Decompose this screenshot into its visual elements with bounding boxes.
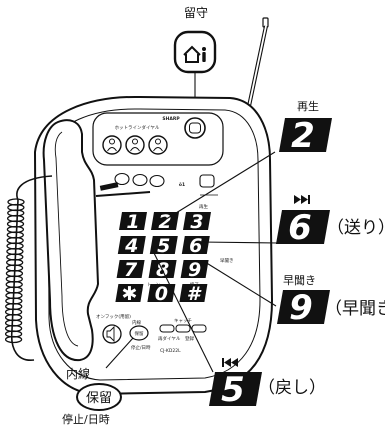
keypad-key-3[interactable]: 3: [183, 210, 211, 234]
keypad-key-label: 5: [157, 235, 170, 257]
naisen-small-label: 内線: [132, 319, 141, 326]
big-key-2: 再生 2: [279, 99, 332, 157]
rusu-button-icon: [173, 30, 217, 74]
function-row: ō1: [95, 172, 215, 197]
toroku-label: 登録: [185, 335, 194, 342]
rusu-button[interactable]: [184, 117, 206, 139]
hotline-button-b[interactable]: [125, 135, 145, 155]
keypad-key-label: ✱: [121, 283, 137, 305]
keypad-key-label: 0: [155, 283, 168, 305]
teishi-small-label: 停止/日時: [131, 344, 151, 351]
saisei-label: 再生: [297, 99, 319, 113]
horyu-big-button: 保留: [76, 383, 122, 411]
keypad-key-7[interactable]: 7: [116, 258, 145, 282]
hotline-label: ホットラインダイヤル: [115, 124, 160, 131]
rusu-label: 留守: [184, 6, 208, 20]
modoshi-label: （戻し）: [258, 378, 326, 398]
keypad-key-label: #: [187, 283, 202, 305]
saidaiyaru-label: 再ダイヤル: [158, 335, 181, 342]
pad-label-syuryo: 終了: [190, 281, 199, 288]
keypad-key-label: 7: [124, 259, 138, 281]
hayakiki-label: （早聞き）: [325, 299, 385, 319]
keypad-key-4[interactable]: 4: [117, 234, 146, 258]
big-key-6: 6 （送り）: [276, 195, 385, 249]
small-func-buttons: [159, 324, 207, 333]
horyu-small-label: 保留: [135, 330, 144, 337]
keypad-key-label: 4: [124, 235, 138, 257]
horyu-small-button[interactable]: 保留: [129, 325, 149, 341]
pad-label-tone: トーン: [147, 283, 161, 288]
keypad-key-label: 6: [189, 235, 202, 257]
hayakiki-top-label: 早聞き: [283, 274, 316, 287]
skip-forward-icon: [294, 195, 310, 204]
keypad-key-6[interactable]: 6: [181, 234, 210, 258]
keypad-key-label: 3: [190, 211, 203, 233]
leader-lines: [105, 151, 279, 373]
keypad-key-2[interactable]: 2: [151, 210, 179, 234]
kyacchi-label: キャッチ: [174, 318, 192, 324]
keypad-key-star[interactable]: ✱: [115, 282, 144, 306]
keypad-key-hash[interactable]: #: [179, 282, 208, 306]
okuri-label: （送り）: [327, 218, 385, 238]
teishi-label: 停止/日時: [62, 412, 110, 426]
keypad-key-1[interactable]: 1: [119, 210, 147, 234]
pad-label-hayakiki: 早聞き: [220, 258, 234, 264]
model-label: CJ-KD22L: [160, 348, 181, 354]
coiled-cord: [10, 175, 53, 361]
naisen-label: 内線: [66, 366, 90, 381]
keypad-key-label: 9: [188, 259, 201, 281]
onhook-label: オンフック(用留): [96, 313, 131, 320]
hotline-button-a[interactable]: [102, 135, 122, 155]
cord-coil: [4, 335, 23, 344]
horyu-big-label: 保留: [86, 391, 112, 406]
keypad-key-label: 2: [158, 211, 171, 233]
big-key-9-digit: 9: [289, 288, 313, 328]
brand-logo: SHARP: [162, 116, 180, 122]
keypad-key-9[interactable]: 9: [180, 258, 209, 282]
skip-back-icon: [222, 358, 238, 367]
big-key-2-digit: 2: [291, 116, 315, 156]
pad-label-saisei: 再生: [199, 203, 208, 210]
svg-text:ō1: ō1: [179, 182, 185, 188]
big-key-5: 5 （戻し）: [209, 358, 326, 411]
cord-coils: [4, 198, 25, 344]
keypad-key-5[interactable]: 5: [149, 234, 178, 258]
big-key-5-digit: 5: [221, 370, 245, 410]
big-key-9: 早聞き 9 （早聞き）: [277, 274, 385, 329]
keypad-key-label: 1: [126, 211, 139, 233]
onhook-button[interactable]: [102, 324, 122, 344]
big-key-6-digit: 6: [288, 208, 312, 248]
keypad-key-0[interactable]: 0: [147, 282, 176, 306]
hotline-button-c[interactable]: [148, 135, 168, 155]
handset: [42, 119, 100, 362]
